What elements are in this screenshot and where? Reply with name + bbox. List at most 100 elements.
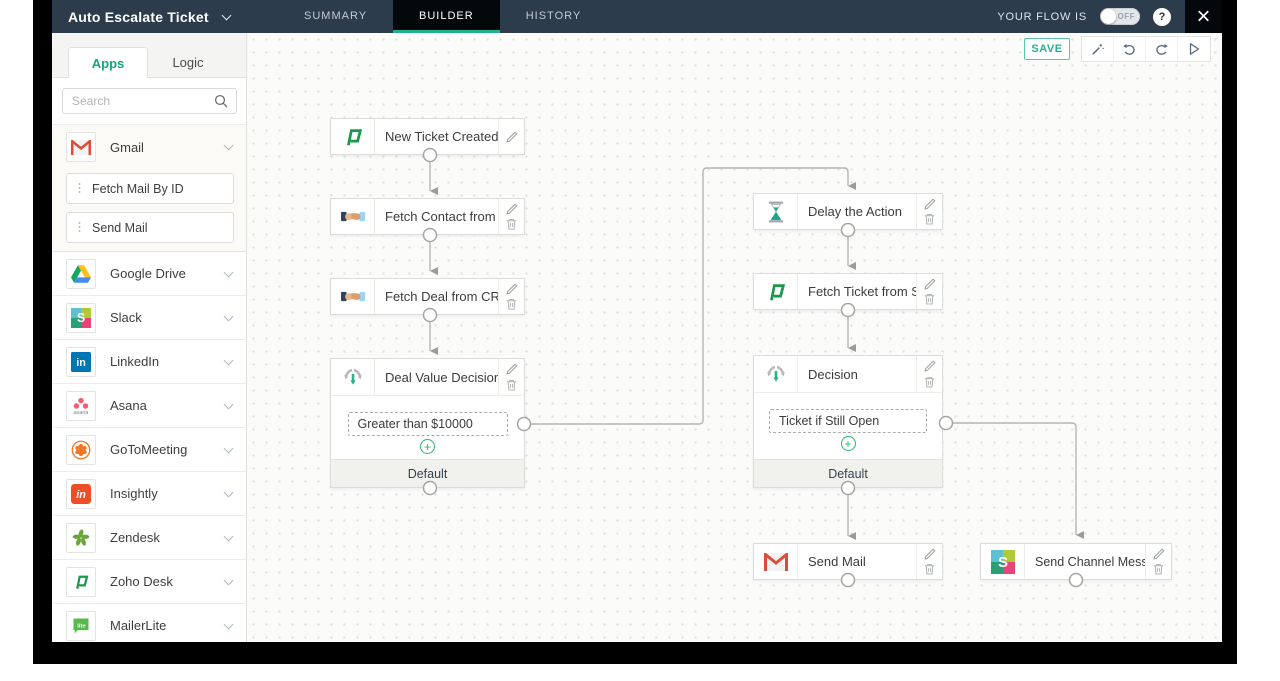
node-title: New Ticket Created in ... <box>385 129 498 144</box>
chevron-down-icon <box>223 355 234 365</box>
sidebar-item-google-drive[interactable]: Google Drive <box>52 252 246 296</box>
edit-icon[interactable] <box>505 130 518 143</box>
decision-icon <box>754 356 798 392</box>
edit-icon[interactable] <box>505 203 518 215</box>
magic-wand-icon[interactable] <box>1082 37 1114 61</box>
delete-icon[interactable] <box>924 563 935 575</box>
undo-icon[interactable] <box>1114 37 1146 61</box>
edit-icon[interactable] <box>923 360 936 372</box>
node-deal-value-decision[interactable]: Deal Value Decision Greater than $10000 … <box>330 358 525 488</box>
mailerlite-icon: lite <box>66 610 96 641</box>
chevron-down-icon <box>221 10 232 20</box>
drag-handle-icon <box>77 221 82 234</box>
play-icon[interactable] <box>1178 37 1210 61</box>
svg-text:in: in <box>76 489 86 501</box>
svg-text:S: S <box>997 554 1007 571</box>
chevron-down-icon <box>223 267 234 277</box>
app-label: Slack <box>110 310 142 325</box>
node-decision[interactable]: Decision Ticket if Still Open + Default <box>753 355 943 488</box>
sidebar-item-slack[interactable]: S Slack <box>52 296 246 340</box>
app-label: MailerLite <box>110 618 167 633</box>
node-title: Send Channel Message <box>1035 554 1145 569</box>
delete-icon[interactable] <box>506 218 517 230</box>
zendesk-icon <box>66 522 96 553</box>
svg-text:lite: lite <box>77 623 86 629</box>
node-title: Deal Value Decision <box>385 369 498 385</box>
sidebar-item-insightly[interactable]: in Insightly <box>52 472 246 516</box>
delete-icon[interactable] <box>1153 563 1164 575</box>
sidebar-item-gotomeeting[interactable]: GoToMeeting <box>52 428 246 472</box>
node-delay[interactable]: Delay the Action <box>753 193 943 230</box>
edit-icon[interactable] <box>1152 548 1165 560</box>
sidebar-item-mailerlite[interactable]: lite MailerLite <box>52 604 246 642</box>
close-icon[interactable]: × <box>1185 0 1222 33</box>
tab-history[interactable]: HISTORY <box>525 10 582 22</box>
node-fetch-ticket[interactable]: Fetch Ticket from Supp... <box>753 273 943 310</box>
flow-title-menu[interactable]: Auto Escalate Ticket <box>68 0 232 33</box>
node-new-ticket[interactable]: New Ticket Created in ... <box>330 118 525 155</box>
delete-icon[interactable] <box>924 376 935 388</box>
redo-icon[interactable] <box>1146 37 1178 61</box>
help-button[interactable]: ? <box>1153 7 1171 26</box>
tab-logic[interactable]: Logic <box>172 55 204 70</box>
zoho-desk-icon <box>66 566 96 597</box>
edit-icon[interactable] <box>923 278 936 290</box>
search-icon <box>214 94 228 113</box>
tab-apps[interactable]: Apps <box>68 47 148 78</box>
node-fetch-contact[interactable]: Fetch Contact from CRM <box>330 198 525 235</box>
sidebar-tabs: Apps Logic <box>52 33 246 78</box>
add-branch-icon[interactable]: + <box>840 436 856 451</box>
zoho-desk-icon <box>331 119 375 154</box>
insightly-icon: in <box>66 478 96 509</box>
node-fetch-deal[interactable]: Fetch Deal from CRM <box>330 278 525 315</box>
action-card-fetch-mail[interactable]: Fetch Mail By ID <box>66 173 234 204</box>
google-drive-icon <box>66 258 96 289</box>
node-title: Decision <box>808 366 858 382</box>
node-title: Delay the Action <box>808 204 902 219</box>
branch-default[interactable]: Default <box>331 459 524 487</box>
branch-default[interactable]: Default <box>754 459 942 487</box>
asana-icon: asana <box>66 390 96 421</box>
delete-icon[interactable] <box>924 293 935 305</box>
edit-icon[interactable] <box>923 548 936 560</box>
app-label: Zendesk <box>110 530 160 545</box>
chevron-down-icon <box>223 443 234 453</box>
chevron-down-icon <box>223 399 234 409</box>
svg-text:in: in <box>76 357 86 369</box>
sidebar-item-gmail[interactable]: Gmail <box>52 125 246 165</box>
flow-on-off-toggle[interactable]: OFF <box>1100 8 1140 25</box>
node-send-channel-message[interactable]: S Send Channel Message <box>980 543 1172 580</box>
action-card-send-mail[interactable]: Send Mail <box>66 212 234 243</box>
edit-icon[interactable] <box>505 363 518 375</box>
tab-summary[interactable]: SUMMARY <box>304 10 368 22</box>
edit-icon[interactable] <box>923 198 936 210</box>
edit-icon[interactable] <box>505 283 518 295</box>
sidebar-item-zendesk[interactable]: Zendesk <box>52 516 246 560</box>
drag-handle-icon <box>77 182 82 195</box>
gmail-icon <box>66 132 96 162</box>
branch-greater-than[interactable]: Greater than $10000 <box>347 412 508 436</box>
sidebar-item-zoho-desk[interactable]: Zoho Desk <box>52 560 246 604</box>
sidebar-item-linkedin[interactable]: in LinkedIn <box>52 340 246 384</box>
chevron-down-icon <box>223 531 234 541</box>
node-title: Fetch Ticket from Supp... <box>808 284 916 299</box>
add-branch-icon[interactable]: + <box>420 439 435 454</box>
app-group-gmail: Gmail Fetch Mail By ID Send Mail <box>52 124 246 252</box>
search-input[interactable] <box>62 88 237 114</box>
delete-icon[interactable] <box>506 379 517 391</box>
node-title: Fetch Deal from CRM <box>385 289 498 304</box>
slack-icon: S <box>66 302 96 333</box>
branch-ticket-still-open[interactable]: Ticket if Still Open <box>769 409 927 433</box>
svg-text:S: S <box>77 311 85 325</box>
save-button[interactable]: SAVE <box>1024 38 1070 60</box>
app-label: Gmail <box>110 139 144 155</box>
delete-icon[interactable] <box>924 213 935 225</box>
flow-title: Auto Escalate Ticket <box>68 8 209 25</box>
node-send-mail[interactable]: Send Mail <box>753 543 943 580</box>
flow-canvas[interactable]: SAVE <box>247 33 1222 642</box>
sidebar-item-asana[interactable]: asana Asana <box>52 384 246 428</box>
chevron-down-icon <box>223 140 234 151</box>
tab-builder[interactable]: BUILDER <box>393 0 500 33</box>
app-label: Asana <box>110 398 147 413</box>
delete-icon[interactable] <box>506 298 517 310</box>
